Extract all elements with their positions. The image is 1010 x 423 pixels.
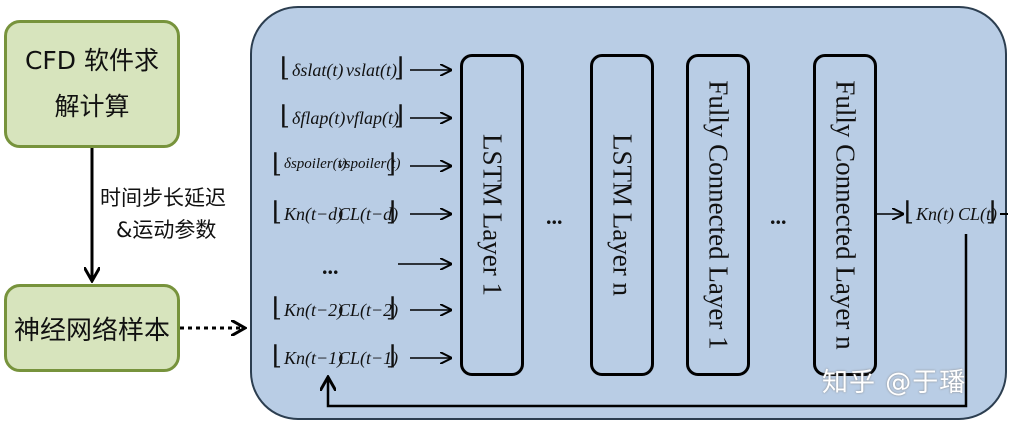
nn-box-label: 神经网络样本 [13, 315, 170, 346]
arrow-label-line1: 时间步长延迟 [100, 186, 226, 210]
lstm-ellipsis: ... [546, 204, 563, 229]
fc-layer-1: Fully Connected Layer 1 [686, 54, 750, 376]
cfd-solver-box: CFD 软件求 解计算 [4, 20, 180, 148]
input-row-slat: ⌊δslat(t)vslat(t)⌋ [280, 53, 404, 82]
input-row-delay-1: ⌊Kn(t−1)CL(t−1)⌋ [272, 341, 399, 370]
output-kn: Kn(t) [916, 204, 954, 224]
input-row-delay-d: ⌊Kn(t−d)CL(t−d)⌋ [272, 197, 399, 226]
lstm-layer-1: LSTM Layer 1 [460, 54, 524, 376]
input-spoiler-v: vspoiler(t) [338, 156, 401, 172]
cfd-box-line1: CFD 软件求 [24, 46, 160, 75]
output-cl: CL(t) [958, 204, 998, 224]
input-slat-delta: δslat(t) [292, 60, 344, 80]
lstm-layer-n: LSTM Layer n [590, 54, 654, 376]
output-vector: ⌊Kn(t)CL(t)⌋ [904, 197, 998, 226]
arrow-label-line2: &运动参数 [116, 218, 217, 242]
input-row-delay-2: ⌊Kn(t−2)CL(t−2)⌋ [272, 293, 399, 322]
fc-ellipsis: ... [770, 204, 787, 229]
feedback-loop [328, 234, 968, 408]
input-cl-delay-1: CL(t−1) [338, 348, 399, 368]
fc-layer-n: Fully Connected Layer n [813, 54, 877, 376]
input-cl-delay-2: CL(t−2) [338, 300, 399, 320]
input-flap-delta: δflap(t) [292, 108, 346, 128]
watermark: 知乎 @于璠 [822, 368, 967, 398]
input-flap-v: vflap(t) [346, 108, 399, 128]
input-row-spoiler: ⌊δspoiler(t)vspoiler(t)⌋ [272, 149, 401, 178]
cfd-box-line2: 解计算 [54, 92, 130, 121]
input-slat-v: vslat(t) [346, 60, 397, 80]
input-ellipsis: ... [322, 254, 339, 279]
input-kn-delay-1: Kn(t−1) [284, 348, 344, 368]
input-cl-delay-d: CL(t−d) [338, 204, 399, 224]
nn-samples-box: 神经网络样本 [4, 284, 180, 372]
input-kn-delay-d: Kn(t−d) [284, 204, 344, 224]
input-kn-delay-2: Kn(t−2) [284, 300, 344, 320]
input-spoiler-delta: δspoiler(t) [284, 156, 347, 172]
input-row-flap: ⌊δflap(t)vflap(t)⌋ [280, 101, 404, 130]
